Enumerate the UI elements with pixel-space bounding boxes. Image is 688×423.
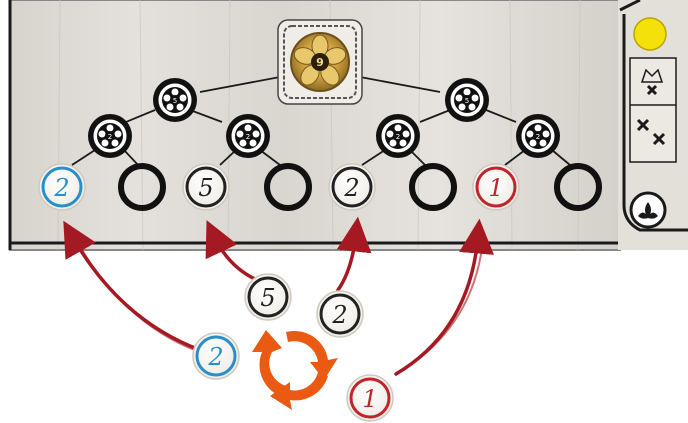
top-node-value: 9 bbox=[316, 56, 324, 69]
lotus-icon[interactable] bbox=[629, 191, 667, 229]
slot-filled-red[interactable]: 1 bbox=[472, 163, 520, 211]
level2-node: 5 bbox=[153, 78, 197, 122]
arrow-two-token bbox=[336, 216, 372, 292]
token-value: 2 bbox=[331, 301, 347, 329]
token-value: 1 bbox=[362, 385, 377, 413]
slot-empty[interactable] bbox=[409, 163, 457, 211]
slot-filled-blue[interactable]: 2 bbox=[38, 163, 86, 211]
token-value: 2 bbox=[207, 343, 223, 371]
slot-empty[interactable] bbox=[264, 163, 312, 211]
level3-node-value: 2 bbox=[108, 133, 112, 141]
level2-node-value: 5 bbox=[173, 97, 177, 105]
token-two-blue[interactable]: 2 bbox=[192, 332, 240, 380]
slot-empty[interactable] bbox=[118, 163, 166, 211]
slot-filled-dark[interactable]: 5 bbox=[182, 163, 230, 211]
arrow-blue-token bbox=[63, 220, 202, 352]
yellow-token[interactable] bbox=[633, 17, 667, 51]
slot-value: 1 bbox=[488, 174, 503, 202]
arrow-red-token bbox=[394, 218, 494, 376]
slot-value: 2 bbox=[53, 174, 69, 202]
level3-node: 2 bbox=[516, 114, 560, 158]
double-x-icon bbox=[636, 118, 666, 146]
move-arrows bbox=[63, 216, 494, 376]
slot-empty[interactable] bbox=[554, 163, 602, 211]
token-value: 5 bbox=[260, 284, 275, 312]
crown-x-icon bbox=[640, 68, 664, 96]
token-one-red[interactable]: 1 bbox=[346, 374, 394, 422]
level3-node: 2 bbox=[226, 114, 270, 158]
level3-node-value: 2 bbox=[396, 133, 400, 141]
rotate-icon[interactable] bbox=[252, 330, 338, 410]
level2-node: 5 bbox=[445, 78, 489, 122]
slot-value: 5 bbox=[198, 174, 213, 202]
slot-value: 2 bbox=[343, 174, 359, 202]
wood-grain bbox=[57, 0, 581, 251]
token-two-dark[interactable]: 2 bbox=[316, 290, 364, 338]
top-node: 9 bbox=[277, 19, 363, 105]
level3-node-value: 2 bbox=[536, 133, 540, 141]
token-five[interactable]: 5 bbox=[244, 273, 292, 321]
slot-filled-dark[interactable]: 2 bbox=[328, 163, 376, 211]
side-panel bbox=[618, 0, 688, 250]
level2-node-value: 5 bbox=[465, 97, 469, 105]
level3-node: 2 bbox=[376, 114, 420, 158]
level3-node: 2 bbox=[88, 114, 132, 158]
side-panel-box bbox=[629, 57, 677, 163]
level3-node-value: 2 bbox=[246, 133, 250, 141]
